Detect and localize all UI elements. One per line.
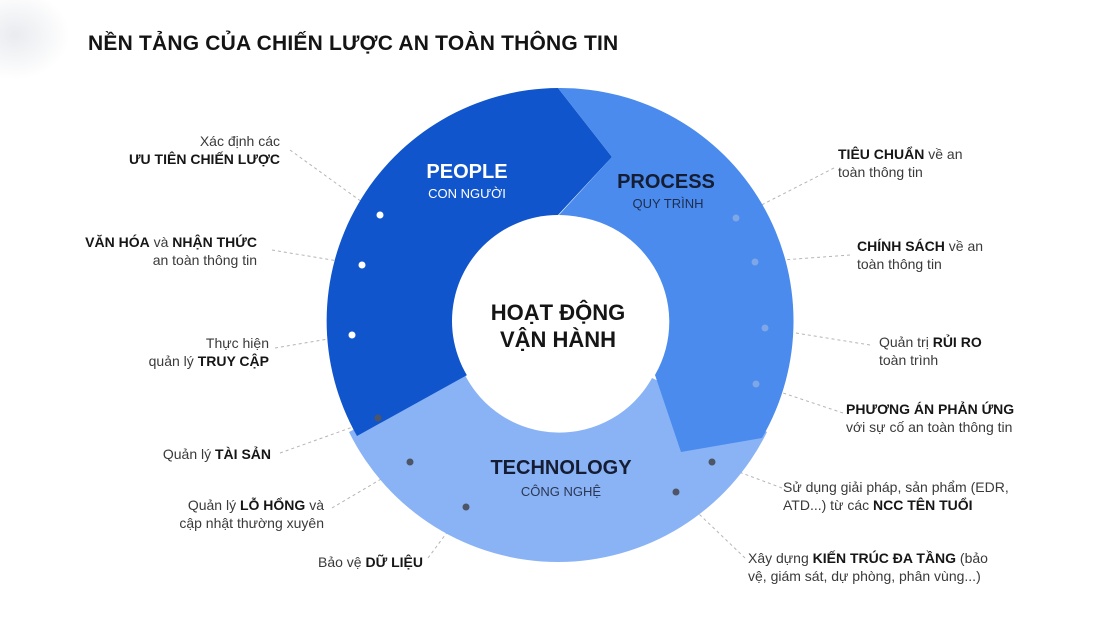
leader-line <box>274 334 353 349</box>
segment-process <box>558 87 794 452</box>
annotation-process-standards: TIÊU CHUẨN về an toàn thông tin <box>838 146 963 180</box>
page-title: NỀN TẢNG CỦA CHIẾN LƯỢC AN TOÀN THÔNG TI… <box>88 32 619 55</box>
technology-subtitle: CÔNG NGHỆ <box>521 484 602 499</box>
annotation-people-priorities: Xác định các ƯU TIÊN CHIẾN LƯỢC <box>128 133 280 167</box>
annotation-tech-architecture: Xây dựng KIẾN TRÚC ĐA TẦNG (bảo vệ, giám… <box>748 550 988 584</box>
marker-dot <box>672 488 680 496</box>
annotation-people-culture: VĂN HÓA và NHẬN THỨC an toàn thông tin <box>85 234 257 268</box>
annotation-process-policy: CHÍNH SÁCH về an toàn thông tin <box>857 238 984 272</box>
annotation-tech-data: Bảo vệ DỮ LIỆU <box>318 554 423 570</box>
annotation-people-access: Thực hiện quản lý TRUY CẬP <box>148 335 269 369</box>
people-title: PEOPLE <box>426 161 507 183</box>
marker-dot <box>752 380 760 388</box>
process-subtitle: QUY TRÌNH <box>632 196 703 211</box>
corner-shadow <box>0 0 70 80</box>
marker-dot <box>348 331 356 339</box>
marker-dot <box>462 503 470 511</box>
segment-technology <box>349 373 767 563</box>
marker-dot <box>751 258 759 266</box>
annotation-process-response: PHƯƠNG ÁN PHẢN ỨNG với sự cố an toàn thô… <box>846 401 1015 435</box>
marker-dot <box>732 214 740 222</box>
marker-dot <box>761 324 769 332</box>
people-subtitle: CON NGƯỜI <box>428 186 506 201</box>
marker-dot <box>358 261 366 269</box>
marker-dot <box>374 414 382 422</box>
center-label-line1: HOẠT ĐỘNG <box>491 300 625 325</box>
marker-dot <box>406 458 414 466</box>
marker-dot <box>708 458 716 466</box>
technology-title: TECHNOLOGY <box>490 457 632 479</box>
annotation-process-risk: Quản trị RỦI RO toàn trình <box>879 334 982 368</box>
marker-dot <box>376 211 384 219</box>
center-label-line2: VẬN HÀNH <box>500 327 616 352</box>
annotation-tech-vulnerabilities: Quản lý LỖ HỔNG và cập nhật thường xuyên <box>179 497 324 531</box>
process-title: PROCESS <box>617 171 715 193</box>
annotation-tech-solutions: Sử dụng giải pháp, sản phẩm (EDR, ATD...… <box>783 479 1009 513</box>
annotation-tech-assets: Quản lý TÀI SẢN <box>162 446 271 462</box>
segment-people <box>326 88 612 436</box>
center-hole <box>452 215 664 427</box>
